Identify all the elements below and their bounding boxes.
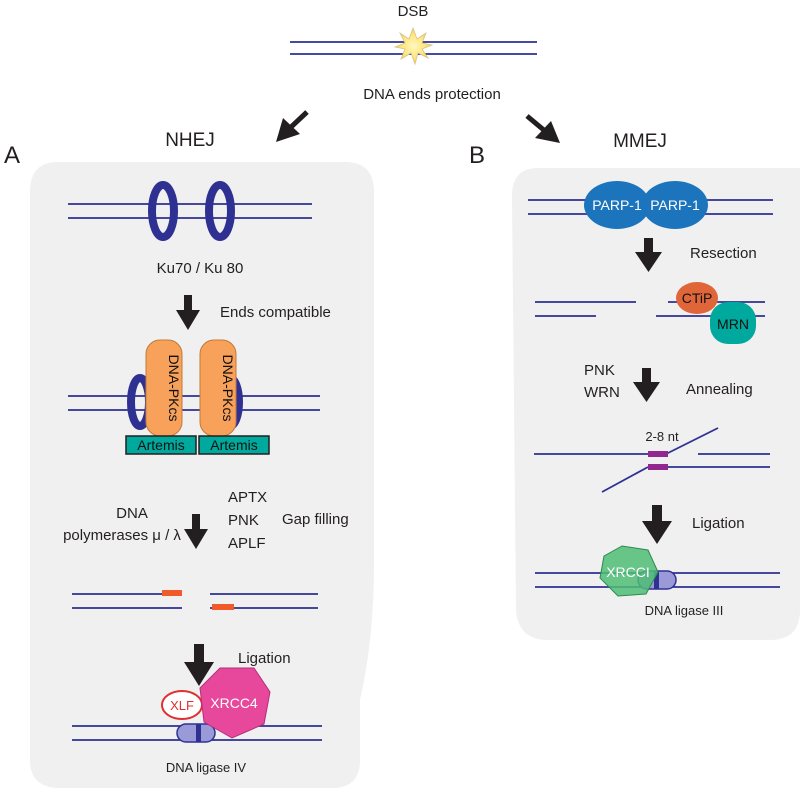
artemis-right-label: Artemis [210,437,257,453]
xrcc1-shape [599,545,659,597]
nhej-title: NHEJ [165,130,215,151]
down-arrow-icon [635,238,662,272]
ku-label: Ku70 / Ku 80 [157,260,244,277]
gap-patch-left [162,590,182,596]
down-arrow-icon [184,644,214,686]
down-arrow-icon [184,514,208,549]
resection-label: Resection [690,245,757,262]
aplf-label: APLF [228,535,266,552]
mmej-title: MMEJ [613,131,667,152]
down-arrow-icon [633,368,660,402]
mmej-panel: PARP-1 PARP-1 Resection CTiP MRN PNK WRN… [512,168,800,640]
mrn-label: MRN [717,316,749,332]
panel-b-letter: B [469,142,485,169]
aptx-label: APTX [228,489,267,506]
parp1-right [642,181,708,229]
dnapkcs-left-label: DNA-PKcs [166,355,182,422]
dnapkcs-right-label: DNA-PKcs [220,355,236,422]
gap-filling-label: Gap filling [282,511,349,528]
nhej-panel-background [30,162,374,788]
annealing-dna [534,427,770,493]
ku80-ring [205,181,235,241]
down-arrow-icon [176,295,200,330]
xrcc4-shape [199,667,271,739]
gap-dna [72,593,318,609]
ligase-iii-label: DNA ligase III [645,603,724,618]
artemis-right [198,435,270,455]
xrcc4-label: XRCC4 [210,695,258,711]
annealing-label: Annealing [686,381,753,398]
dnapk-dna [68,395,320,411]
diagonal-right-arrow-icon [525,114,560,143]
artemis-left [125,435,197,455]
ligase-iv-label: DNA ligase IV [166,760,247,775]
parp1-right-label: PARP-1 [650,197,700,213]
protection-label: DNA ends protection [363,86,501,103]
ctip-shape [676,282,718,314]
panel-a-letter: A [4,142,20,169]
annealing-patch-top [648,451,668,457]
xlf-label: XLF [170,698,194,713]
starburst-icon [393,26,434,66]
pnk-label-a: PNK [228,512,259,529]
dna-label: DNA [116,505,148,522]
artemis-left-label: Artemis [137,437,184,453]
mrn-shape [710,302,756,344]
pnk-label-b: PNK [584,362,615,379]
down-arrow-icon [642,505,672,544]
parp1-left-label: PARP-1 [592,197,642,213]
gap-patch-right [212,604,234,610]
nhej-panel: Ku70 / Ku 80 Ends compatible DNA-PKcs DN… [30,162,374,788]
ku-dna [68,203,312,219]
ligation-label-a: Ligation [238,650,291,667]
annealing-patch-bottom [648,464,668,470]
mmej-panel-background [512,168,800,640]
ku70-ring [148,181,178,241]
ctip-label: CTiP [682,290,713,306]
parp1-left [584,181,650,229]
xrcc1-label: XRCCI [606,564,650,580]
polymerases-label: polymerases μ / λ [63,527,181,544]
dsb-header: DSB DNA ends protection [290,3,537,103]
ligation-label-b: Ligation [692,515,745,532]
nt-label: 2-8 nt [645,429,679,444]
wrn-label: WRN [584,384,620,401]
dna-ligase-iv-shape [176,723,216,743]
diagonal-left-arrow-icon [276,110,309,142]
ends-compatible-label: Ends compatible [220,304,331,321]
dsb-label: DSB [398,3,429,20]
